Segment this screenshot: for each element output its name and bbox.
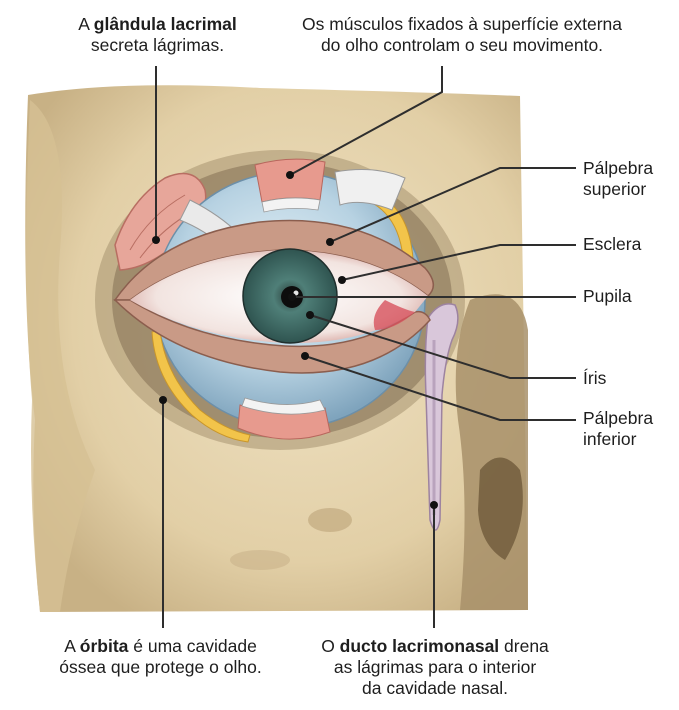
label-upper-eyelid: Pálpebra superior xyxy=(583,158,653,200)
label-orbit: A órbita é uma cavidade óssea que proteg… xyxy=(18,636,303,678)
label-iris: Íris xyxy=(583,368,606,389)
label-lower-eyelid: Pálpebra inferior xyxy=(583,408,653,450)
label-nasolacrimal-duct: O ducto lacrimonasal drena as lágrimas p… xyxy=(305,636,565,699)
label-pupil: Pupila xyxy=(583,286,632,307)
label-muscles: Os músculos fixados à superfície externa… xyxy=(262,14,662,56)
label-lacrimal-gland: A glândula lacrimal secreta lágrimas. xyxy=(40,14,275,56)
label-sclera: Esclera xyxy=(583,234,641,255)
